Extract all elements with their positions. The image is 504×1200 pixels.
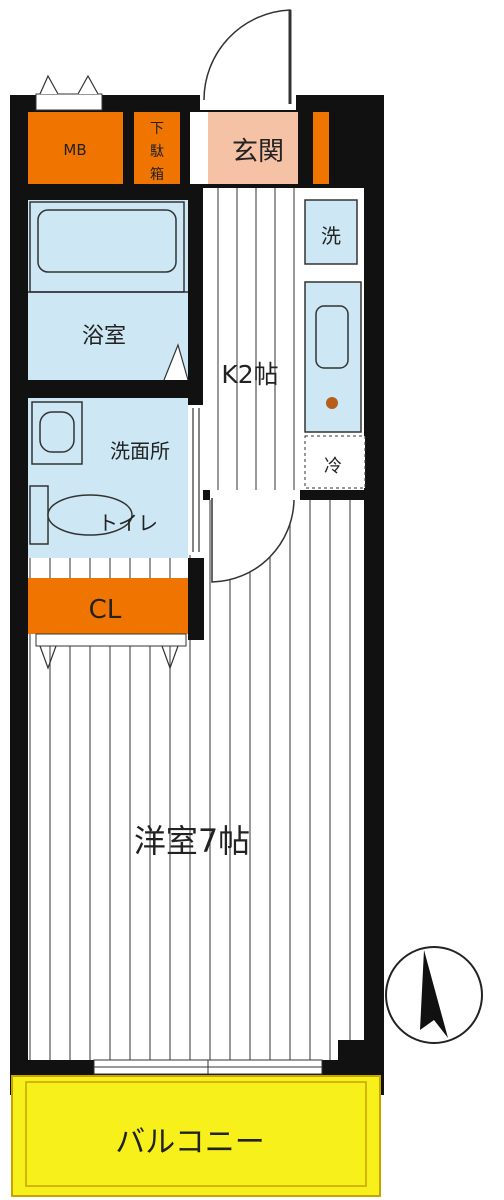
washroom-label: 洗面所 bbox=[110, 439, 170, 463]
bathtub-inner bbox=[37, 209, 177, 273]
balcony bbox=[11, 1075, 381, 1197]
stove-burner-icon bbox=[326, 397, 338, 409]
entrance-step bbox=[190, 112, 208, 184]
closet-door-left bbox=[39, 645, 57, 670]
entrance-door-swing bbox=[203, 9, 291, 104]
fridge-label: 冷 bbox=[324, 456, 342, 477]
closet-label: CL bbox=[89, 595, 122, 625]
west-partition bbox=[188, 558, 204, 640]
washer-label: 洗 bbox=[321, 224, 341, 248]
shoe-box-label-1: 下 bbox=[150, 121, 164, 137]
kitchen-lines bbox=[203, 188, 301, 493]
north-arrow-icon bbox=[385, 946, 483, 1044]
mb-top-leaf-right bbox=[77, 74, 99, 95]
closet bbox=[28, 578, 188, 634]
mb-label: MB bbox=[63, 141, 86, 159]
wash-basin-bowl bbox=[39, 411, 75, 453]
room-door-opening bbox=[210, 490, 300, 500]
entrance-storage bbox=[313, 112, 329, 184]
mb-cabinet bbox=[28, 112, 123, 184]
kitchen-label: K2帖 bbox=[221, 360, 278, 389]
kitchen-sink bbox=[315, 305, 349, 369]
fridge-space bbox=[304, 435, 366, 489]
bath-door bbox=[163, 343, 189, 381]
entrance-label: 玄関 bbox=[232, 137, 284, 167]
shoe-box bbox=[134, 112, 180, 184]
washer-space bbox=[304, 199, 358, 265]
toilet-bowl bbox=[47, 494, 133, 536]
shoe-box-label-3: 箱 bbox=[150, 167, 164, 183]
shoe-box-label-2: 駄 bbox=[150, 144, 164, 160]
room-door-swing bbox=[211, 498, 295, 583]
closet-door-rail bbox=[35, 633, 187, 647]
washroom-door-opening bbox=[188, 405, 204, 555]
toilet-label: トイレ bbox=[98, 511, 158, 535]
balcony-inner-border bbox=[25, 1081, 367, 1187]
closet-door-right bbox=[161, 645, 179, 670]
bath-label: 浴室 bbox=[82, 324, 126, 349]
mb-top-opening bbox=[35, 93, 103, 111]
balcony-label: バルコニー bbox=[115, 1125, 264, 1160]
toilet-tank bbox=[29, 485, 49, 545]
entrance-door-opening bbox=[200, 94, 296, 110]
western-room-label: 洋室7帖 bbox=[134, 822, 250, 860]
mb-top-leaf-left bbox=[39, 74, 59, 95]
